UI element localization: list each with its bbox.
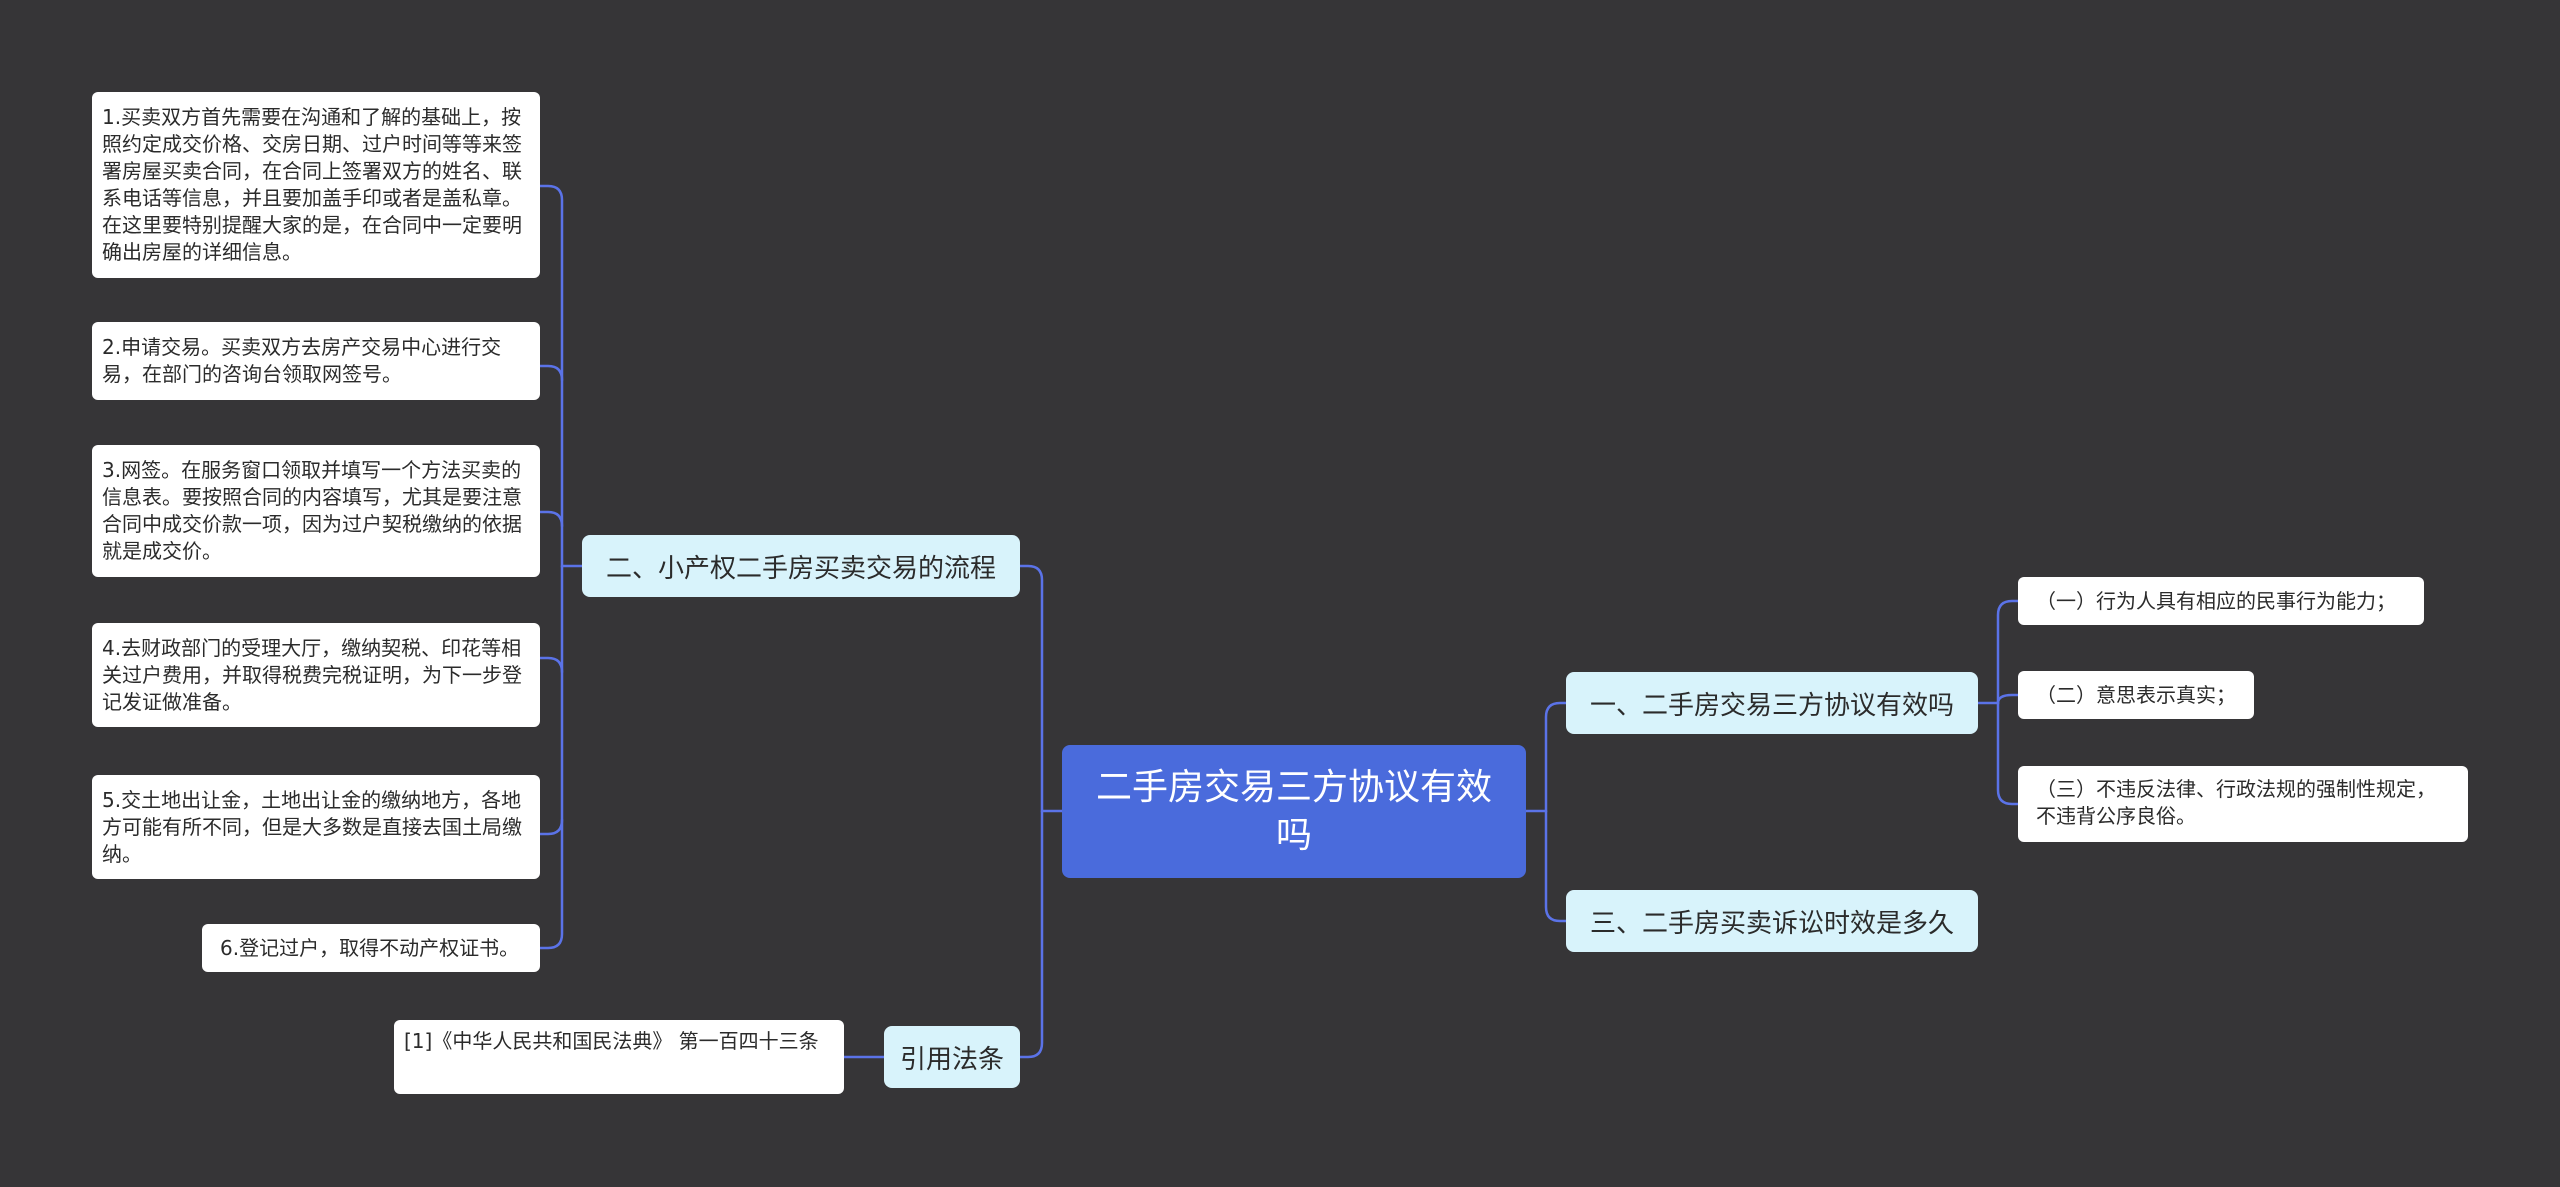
validity-condition-3[interactable]: （三）不违反法律、行政法规的强制性规定，不违背公序良俗。 <box>2018 766 2468 842</box>
process-step-6[interactable]: 6.登记过户，取得不动产权证书。 <box>202 924 540 972</box>
validity-condition-1[interactable]: （一）行为人具有相应的民事行为能力； <box>2018 577 2424 625</box>
connector-process-step3 <box>538 510 564 528</box>
citation-item-1[interactable]: [1]《中华人民共和国民法典》 第一百四十三条 <box>394 1020 844 1094</box>
branch-cited-law[interactable]: 引用法条 <box>884 1026 1020 1088</box>
process-step-3[interactable]: 3.网签。在服务窗口领取并填写一个方法买卖的信息表。要按照合同的内容填写，尤其是… <box>92 445 540 577</box>
connector-process-step2 <box>538 364 564 382</box>
connector-root-process <box>1018 564 1064 813</box>
branch-agreement-validity[interactable]: 一、二手房交易三方协议有效吗 <box>1566 672 1978 734</box>
branch-transaction-process[interactable]: 二、小产权二手房买卖交易的流程 <box>582 535 1020 597</box>
connector-process-step1 <box>538 184 584 568</box>
connector-root-limitation <box>1544 809 1568 923</box>
process-step-5[interactable]: 5.交土地出让金，土地出让金的缴纳地方，各地方可能有所不同，但是大多数是直接去国… <box>92 775 540 879</box>
connector-process-step5 <box>538 818 564 836</box>
connector-root-validity <box>1524 701 1568 813</box>
connector-validity-cond1 <box>1976 599 2020 705</box>
connector-process-step4 <box>538 656 564 674</box>
connector-root-citation <box>1018 809 1044 1059</box>
connector-validity-cond3 <box>1996 701 2020 806</box>
connector-validity-cond2 <box>1996 693 2020 705</box>
validity-condition-2[interactable]: （二）意思表示真实； <box>2018 671 2254 719</box>
process-step-2[interactable]: 2.申请交易。买卖双方去房产交易中心进行交易，在部门的咨询台领取网签号。 <box>92 322 540 400</box>
process-step-4[interactable]: 4.去财政部门的受理大厅，缴纳契税、印花等相关过户费用，并取得税费完税证明，为下… <box>92 623 540 727</box>
connector-process-step6 <box>538 564 564 950</box>
branch-litigation-limitation[interactable]: 三、二手房买卖诉讼时效是多久 <box>1566 890 1978 952</box>
process-step-1[interactable]: 1.买卖双方首先需要在沟通和了解的基础上，按照约定成交价格、交房日期、过户时间等… <box>92 92 540 278</box>
root-topic[interactable]: 二手房交易三方协议有效吗 <box>1062 745 1526 878</box>
